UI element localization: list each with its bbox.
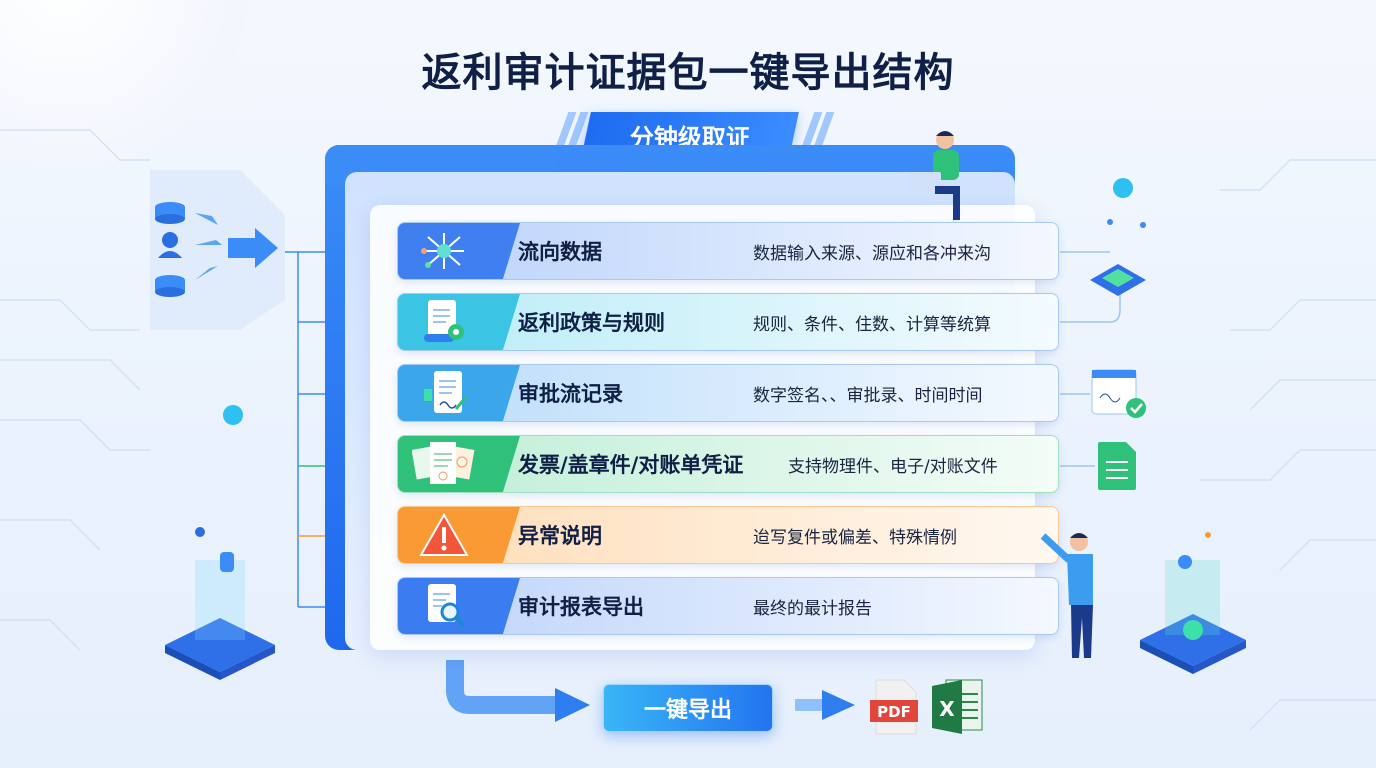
evidence-row-exceptions: 异常说明 迨写复件或偏差、特殊情例 xyxy=(397,506,1059,564)
person-pointing xyxy=(1040,533,1093,658)
database-icon xyxy=(155,202,185,224)
signed-browser-icon xyxy=(1091,369,1146,418)
user-icon xyxy=(162,232,178,248)
row-desc: 数据输入来源、源应和各冲来沟 xyxy=(753,243,991,264)
right-platform-icon xyxy=(1140,560,1246,674)
row-title: 审批流记录 xyxy=(518,382,623,406)
row-title: 流向数据 xyxy=(518,240,602,264)
pdf-label: PDF xyxy=(877,703,911,721)
row-title: 异常说明 xyxy=(518,524,602,548)
page-title: 返利审计证据包一键导出结构 xyxy=(421,50,955,96)
arrow-icon xyxy=(555,688,590,722)
excel-file-icon: X xyxy=(932,679,983,734)
left-platform-icon xyxy=(165,560,275,680)
row-desc: 数字签名、、审批录、时间时间 xyxy=(753,385,983,406)
policy-document-gear-icon xyxy=(398,294,520,350)
row-title: 返利政策与规则 xyxy=(518,311,665,335)
person-with-laptop xyxy=(909,131,960,220)
spreadsheet-file-icon xyxy=(1098,442,1136,490)
row-title: 审计报表导出 xyxy=(518,595,644,619)
database-icon xyxy=(155,275,185,297)
pdf-file-icon: PDF xyxy=(870,679,918,735)
merge-arrow-icon xyxy=(228,228,278,268)
row-desc: 规则、条件、住数、计算等统算 xyxy=(753,314,991,335)
excel-label: X xyxy=(939,697,955,721)
row-desc: 迨写复件或偏差、特殊情例 xyxy=(753,527,957,548)
evidence-row-flow-data: 流向数据 数据输入来源、源应和各冲来沟 xyxy=(397,222,1059,280)
one-click-export-button[interactable]: 一键导出 xyxy=(603,684,773,732)
row-title: 发票/盖章件/对账单凭证 xyxy=(518,453,744,477)
evidence-row-policy-rules: 返利政策与规则 规则、条件、住数、计算等统算 xyxy=(397,293,1059,351)
report-search-icon xyxy=(398,578,520,634)
evidence-row-invoices: 发票/盖章件/对账单凭证 支持物理件、电子/对账文件 xyxy=(397,435,1059,493)
row-desc: 支持物理件、电子/对账文件 xyxy=(788,456,998,477)
evidence-row-approval-records: 审批流记录 数字签名、、审批录、时间时间 xyxy=(397,364,1059,422)
signed-document-icon xyxy=(398,365,520,421)
data-flow-icon xyxy=(398,223,520,279)
evidence-row-audit-report: 审计报表导出 最终的最计报告 xyxy=(397,577,1059,635)
invoice-receipts-icon xyxy=(398,436,520,492)
row-desc: 最终的最计报告 xyxy=(753,598,872,619)
chip-platform-icon xyxy=(1090,264,1146,296)
warning-icon xyxy=(398,507,520,563)
arrow-icon xyxy=(822,690,855,720)
